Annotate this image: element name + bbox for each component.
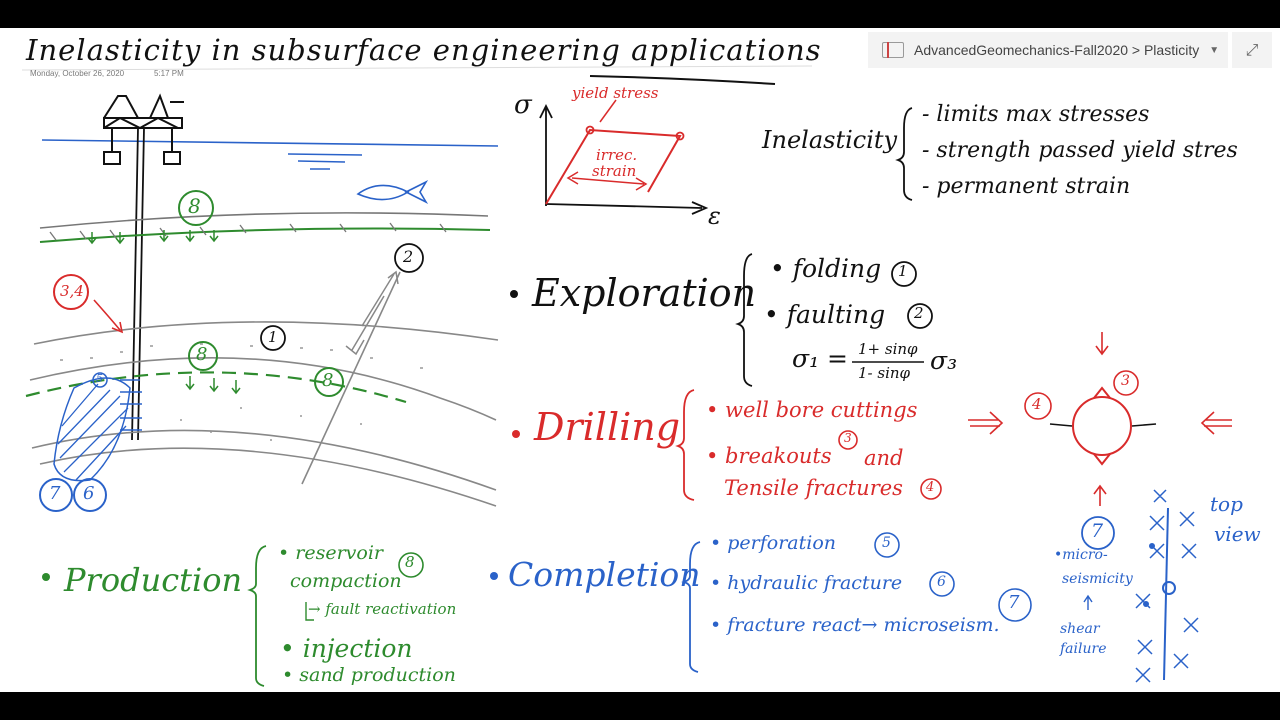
yield-stress-label: yield stress bbox=[572, 84, 659, 102]
completion-fracture-number: 7 bbox=[1008, 592, 1020, 613]
strain-label: strain bbox=[592, 162, 637, 180]
drilling-tensile-number: 4 bbox=[926, 480, 935, 495]
top-label: top bbox=[1210, 492, 1243, 516]
sketch-label-34: 3,4 bbox=[60, 282, 84, 300]
production-item-fault-reactivation: → fault reactivation bbox=[308, 600, 457, 618]
production-item-reservoir: • reservoir bbox=[278, 542, 383, 564]
shear-label: shear bbox=[1060, 621, 1100, 637]
production-reservoir-number: 8 bbox=[405, 553, 415, 571]
exploration-label: Exploration bbox=[532, 271, 757, 315]
drilling-item-breakouts: • breakouts bbox=[706, 444, 832, 468]
drilling-breakouts-number: 3 bbox=[844, 431, 852, 445]
completion-perforation-number: 5 bbox=[882, 535, 891, 551]
sketch-label-7: 7 bbox=[49, 483, 61, 504]
drilling-item-tensile: Tensile fractures bbox=[724, 476, 903, 500]
topview-number-7: 7 bbox=[1091, 520, 1104, 542]
epsilon-label: ε bbox=[708, 202, 721, 230]
formula-sigma3: σ₃ bbox=[930, 346, 958, 375]
microseismicity-label-1: •micro- bbox=[1054, 547, 1108, 563]
production-item-injection: • injection bbox=[280, 634, 413, 663]
drilling-item-cuttings: • well bore cuttings bbox=[706, 398, 918, 422]
sketch-label-8b: 8 bbox=[196, 344, 208, 365]
sketch-label-5: 5 bbox=[96, 372, 103, 385]
sketch-label-8c: 8 bbox=[322, 370, 334, 391]
sketch-layer bbox=[21, 65, 1232, 687]
completion-item-perforation: • perforation bbox=[710, 532, 837, 554]
breadcrumb-text: AdvancedGeomechanics-Fall2020 > Plastici… bbox=[914, 42, 1200, 58]
inelasticity-label: Inelasticity bbox=[762, 126, 898, 154]
notebook-icon bbox=[882, 42, 904, 58]
completion-item-fracture-react: • fracture react→ microseism. bbox=[710, 614, 1000, 636]
faulting-number: 2 bbox=[914, 304, 924, 322]
completion-label: Completion bbox=[508, 555, 701, 594]
folding-number: 1 bbox=[898, 262, 908, 280]
topview-number-3: 3 bbox=[1121, 373, 1130, 389]
exploration-item-folding: • folding bbox=[770, 254, 882, 283]
drilling-label: Drilling bbox=[534, 405, 681, 449]
sigma-label: σ bbox=[514, 90, 532, 120]
microseismicity-label-2: seismicity bbox=[1062, 571, 1133, 587]
drilling-item-and: and bbox=[864, 446, 904, 470]
note-canvas[interactable]: Inelasticity in subsurface engineering a… bbox=[0, 28, 1280, 692]
production-label: Production bbox=[64, 561, 243, 599]
exploration-item-faulting: • faulting bbox=[764, 300, 886, 329]
view-label: view bbox=[1214, 522, 1261, 546]
page-title: Inelasticity in subsurface engineering a… bbox=[26, 33, 822, 67]
inelasticity-item-1: - limits max stresses bbox=[922, 102, 1150, 127]
completion-item-hydraulic: • hydraulic fracture bbox=[710, 572, 903, 594]
formula-numerator: 1+ sinφ bbox=[858, 340, 918, 358]
irrec-label: irrec. bbox=[596, 146, 638, 164]
notebook-breadcrumb[interactable]: AdvancedGeomechanics-Fall2020 > Plastici… bbox=[868, 32, 1228, 68]
page-time: 5:17 PM bbox=[154, 69, 184, 78]
failure-label: failure bbox=[1060, 641, 1107, 657]
chevron-down-icon[interactable]: ▼ bbox=[1209, 44, 1220, 56]
inelasticity-item-3: - permanent strain bbox=[922, 174, 1131, 199]
completion-hydraulic-number: 6 bbox=[937, 574, 946, 590]
sketch-label-6: 6 bbox=[83, 483, 95, 504]
formula-denominator: 1- sinφ bbox=[858, 364, 911, 382]
sketch-label-1: 1 bbox=[268, 328, 278, 346]
page-date: Monday, October 26, 2020 bbox=[30, 69, 125, 78]
inelasticity-item-2: - strength passed yield stres bbox=[922, 138, 1238, 163]
formula-sigma1: σ₁ = bbox=[792, 344, 848, 373]
production-item-sand: • sand production bbox=[282, 664, 456, 686]
production-item-compaction: compaction bbox=[290, 570, 402, 592]
expand-icon[interactable]: ⤢ bbox=[1232, 32, 1272, 68]
sketch-label-2: 2 bbox=[403, 247, 414, 266]
sketch-label-8a: 8 bbox=[188, 194, 201, 218]
topview-number-4: 4 bbox=[1032, 395, 1042, 413]
